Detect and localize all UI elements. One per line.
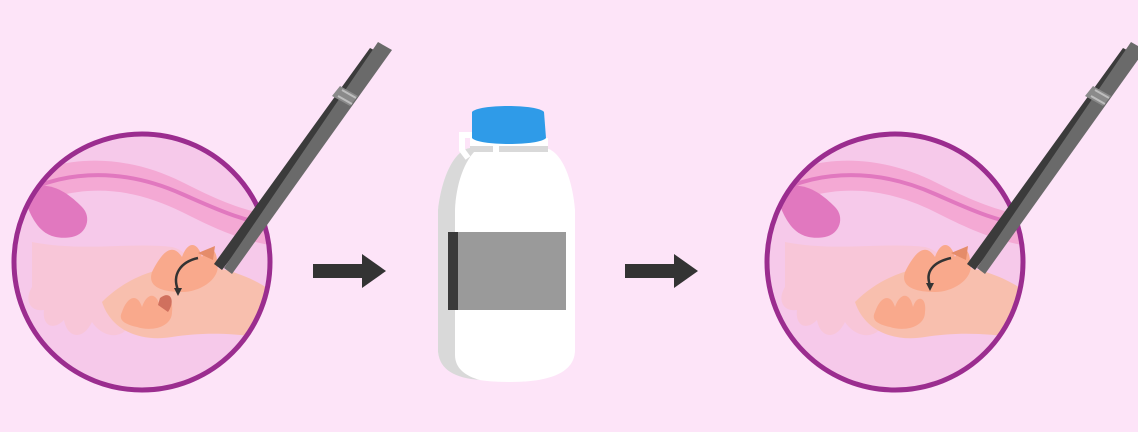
tweezers-icon	[967, 42, 1138, 274]
bottle-icon	[438, 106, 575, 382]
tweezers-icon	[214, 42, 392, 274]
arrow-right-icon	[313, 254, 386, 288]
arrow-right-icon	[625, 254, 698, 288]
